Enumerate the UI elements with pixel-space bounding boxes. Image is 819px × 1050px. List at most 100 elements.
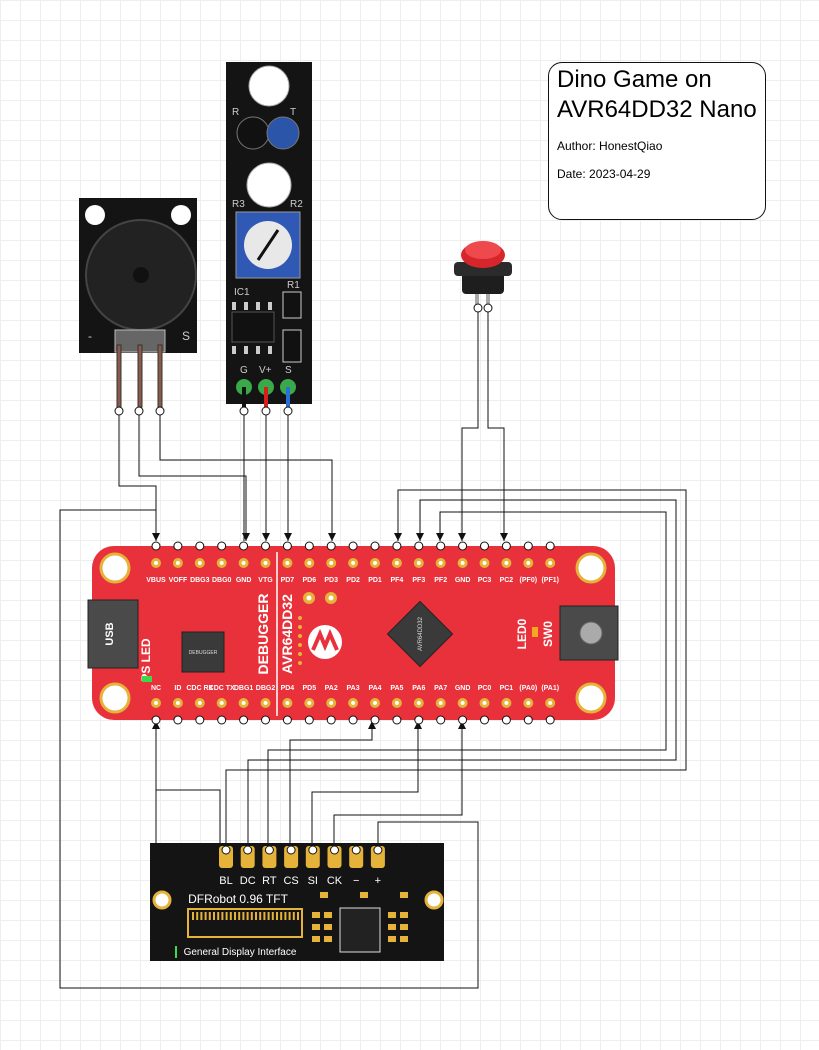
- fpc-contact: [204, 912, 207, 920]
- bottom-pin-label: DBG1: [234, 685, 254, 692]
- top-pin-connector[interactable]: [217, 541, 227, 551]
- bottom-pin-connector[interactable]: [414, 715, 424, 725]
- bottom-pin-connector[interactable]: [348, 715, 358, 725]
- top-pin-pad-hole: [548, 561, 553, 565]
- fpc-contact: [259, 912, 262, 920]
- top-pin-connector[interactable]: [151, 541, 161, 551]
- bottom-pin-connector[interactable]: [326, 715, 336, 725]
- chip-label: AVR64DD32: [418, 616, 424, 651]
- top-pin-connector[interactable]: [239, 541, 249, 551]
- bottom-pin-pad-hole: [526, 701, 531, 705]
- tft-pin-label: DC: [240, 875, 256, 887]
- bottom-pin-pad-hole: [548, 701, 553, 705]
- top-pin-connector[interactable]: [392, 541, 402, 551]
- bottom-pin-connector[interactable]: [173, 715, 183, 725]
- smd-component: [360, 892, 368, 898]
- top-pin-connector[interactable]: [545, 541, 555, 551]
- smd-component: [312, 912, 320, 918]
- bottom-pin-connector[interactable]: [436, 715, 446, 725]
- top-pin-connector[interactable]: [370, 541, 380, 551]
- bottom-pin-pad-hole: [416, 701, 421, 705]
- bottom-pin-connector[interactable]: [217, 715, 227, 725]
- fpc-contact: [297, 912, 299, 920]
- top-pin-connector[interactable]: [173, 541, 183, 551]
- top-pin-connector[interactable]: [458, 541, 468, 551]
- bottom-pin-connector[interactable]: [370, 715, 380, 725]
- sw0-button[interactable]: [559, 605, 619, 661]
- fpc-contact: [192, 912, 194, 920]
- top-pin-connector[interactable]: [326, 541, 336, 551]
- tft-pin-connector[interactable]: [264, 845, 274, 855]
- title-line1: Dino Game on: [557, 66, 712, 93]
- date-label: Date: 2023-04-29: [557, 167, 651, 181]
- tft-pin-connector[interactable]: [286, 845, 296, 855]
- bottom-pin-connector[interactable]: [392, 715, 402, 725]
- tft-pin-connector[interactable]: [221, 845, 231, 855]
- tft-pin-connector[interactable]: [373, 845, 383, 855]
- bottom-pin-connector[interactable]: [458, 715, 468, 725]
- bottom-pin-connector[interactable]: [195, 715, 205, 725]
- top-pin-connector[interactable]: [348, 541, 358, 551]
- bottom-pin-pad-hole: [482, 701, 487, 705]
- mount-hole-icon: [85, 205, 105, 225]
- tft-pin-label: +: [375, 875, 381, 887]
- bottom-pin-pad-hole: [504, 701, 509, 705]
- bottom-pin-connector[interactable]: [545, 715, 555, 725]
- wire-tft-ck-gnd: [333, 720, 463, 848]
- top-pin-connector[interactable]: [480, 541, 489, 551]
- bottom-pin-connector[interactable]: [501, 715, 511, 725]
- top-pin-connector[interactable]: [304, 541, 314, 551]
- wires: [59, 310, 687, 989]
- bottom-pin-connector[interactable]: [261, 715, 270, 725]
- smd-component: [324, 936, 332, 942]
- debugger-label: DEBUGGER: [255, 594, 271, 675]
- top-pin-connector[interactable]: [501, 541, 511, 551]
- top-pin-label: (PF0): [520, 577, 538, 584]
- bottom-pin-pad-hole: [460, 701, 465, 705]
- tft-pin-connector[interactable]: [351, 845, 361, 855]
- top-pin-pad-hole: [154, 561, 158, 565]
- top-pin-label: VTG: [258, 577, 273, 584]
- bottom-pin-connector[interactable]: [304, 715, 314, 725]
- push-button-icon[interactable]: [454, 241, 512, 313]
- top-pin-connector[interactable]: [414, 541, 424, 551]
- bottom-pin-label: CDC TX: [209, 685, 235, 692]
- top-pin-connector[interactable]: [195, 541, 205, 551]
- bottom-pin-connector[interactable]: [239, 715, 249, 725]
- wire-tft-plus-vbus: [59, 509, 479, 989]
- ir-pin-s: S: [285, 365, 292, 376]
- bottom-pin-connector[interactable]: [480, 715, 489, 725]
- fpc-contact: [288, 912, 291, 920]
- top-pin-pad-hole: [307, 561, 312, 565]
- top-pin-connector[interactable]: [436, 541, 446, 551]
- top-pin-connector[interactable]: [261, 541, 270, 551]
- wire-tft-dc-pf3: [247, 499, 677, 848]
- bottom-pin-connector[interactable]: [282, 715, 292, 725]
- smd-component: [400, 912, 408, 918]
- fpc-contact: [242, 912, 245, 920]
- ir-sensor-module: R T R3 R2 IC1 R1 G V+ S: [226, 62, 312, 416]
- bottom-pin-pad-hole: [175, 701, 180, 705]
- bottom-pin-label: PD4: [281, 685, 295, 692]
- top-pin-label: (PF1): [541, 577, 559, 584]
- tft-pin-connector[interactable]: [243, 845, 253, 855]
- top-pin-label: PF2: [434, 577, 447, 584]
- tft-name: DFRobot 0.96 TFT: [188, 892, 288, 906]
- top-pin-pad-hole: [460, 561, 465, 565]
- tft-pin-connector[interactable]: [330, 845, 339, 855]
- bottom-pin-connector[interactable]: [523, 715, 533, 725]
- bottom-pin-label: DBG2: [256, 685, 276, 692]
- top-pin-connector[interactable]: [282, 541, 292, 551]
- top-pin-pad-hole: [175, 561, 180, 565]
- title-card: Dino Game on AVR64DD32 Nano Author: Hone…: [548, 62, 766, 220]
- top-pin-connector[interactable]: [523, 541, 533, 551]
- tft-pin-connector[interactable]: [308, 845, 318, 855]
- fpc-contact: [255, 912, 257, 920]
- fpc-contact: [267, 912, 270, 920]
- fpc-contact: [225, 912, 228, 920]
- bottom-pin-connector[interactable]: [151, 715, 161, 725]
- top-pin-pad-hole: [285, 561, 290, 565]
